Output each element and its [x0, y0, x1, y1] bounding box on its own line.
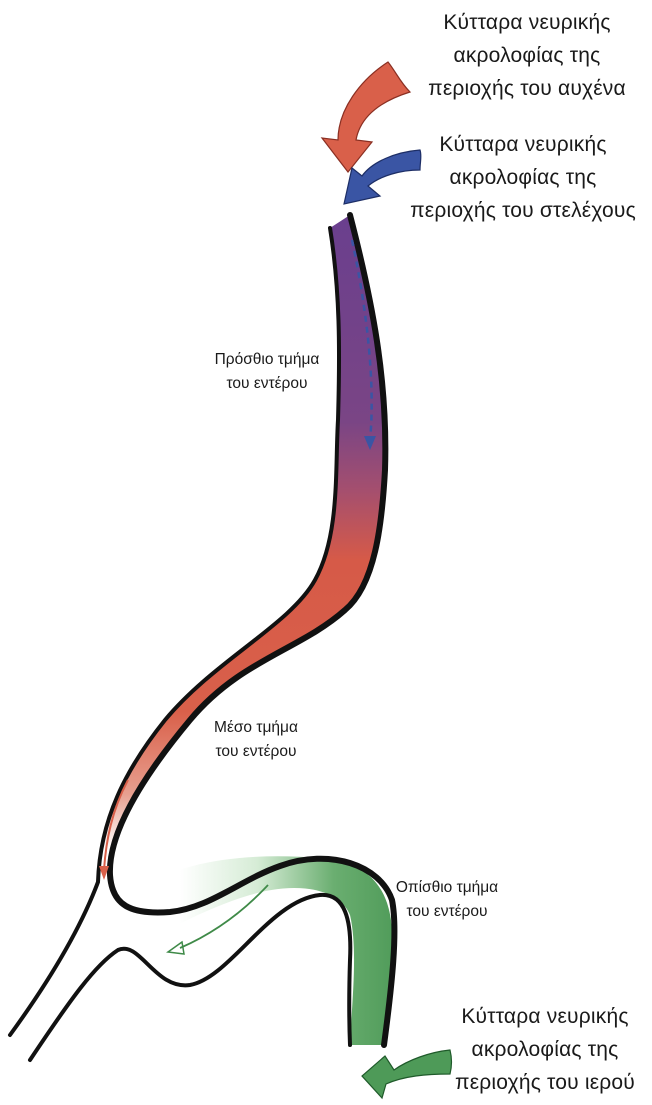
sacral-crest-label-line1: Κύτταρα νευρικής	[440, 1000, 650, 1033]
sacral-crest-label-line3: περιοχής του ιερού	[440, 1066, 650, 1099]
hindgut-label: Οπίσθιο τμήμα του εντέρου	[372, 876, 522, 924]
neck-crest-label-line1: Κύτταρα νευρικής	[412, 6, 642, 39]
neck-crest-label-line3: περιοχής του αυχένα	[412, 72, 642, 105]
hindgut-label-line1: Οπίσθιο τμήμα	[372, 876, 522, 900]
sacral-crest-arrow	[362, 1050, 452, 1098]
foregut-label: Πρόσθιο τμήμα του εντέρου	[192, 348, 342, 396]
midgut-label: Μέσο τμήμα του εντέρου	[186, 716, 326, 764]
neck-crest-label: Κύτταρα νευρικής ακρολοφίας της περιοχής…	[412, 6, 642, 105]
midgut-label-line2: του εντέρου	[186, 740, 326, 764]
foregut-label-line2: του εντέρου	[192, 372, 342, 396]
hindgut-outline-inner	[30, 895, 350, 1060]
midgut-label-line1: Μέσο τμήμα	[186, 716, 326, 740]
trunk-crest-label: Κύτταρα νευρικής ακρολοφίας της περιοχής…	[400, 128, 646, 227]
foregut-label-line1: Πρόσθιο τμήμα	[192, 348, 342, 372]
hindgut-label-line2: του εντέρου	[372, 900, 522, 924]
sacral-crest-label: Κύτταρα νευρικής ακρολοφίας της περιοχής…	[440, 1000, 650, 1099]
trunk-crest-label-line1: Κύτταρα νευρικής	[400, 128, 646, 161]
sacral-crest-label-line2: ακρολοφίας της	[440, 1033, 650, 1066]
trunk-crest-label-line3: περιοχής του στελέχους	[400, 194, 646, 227]
neck-crest-label-line2: ακρολοφίας της	[412, 39, 642, 72]
trunk-crest-label-line2: ακρολοφίας της	[400, 161, 646, 194]
